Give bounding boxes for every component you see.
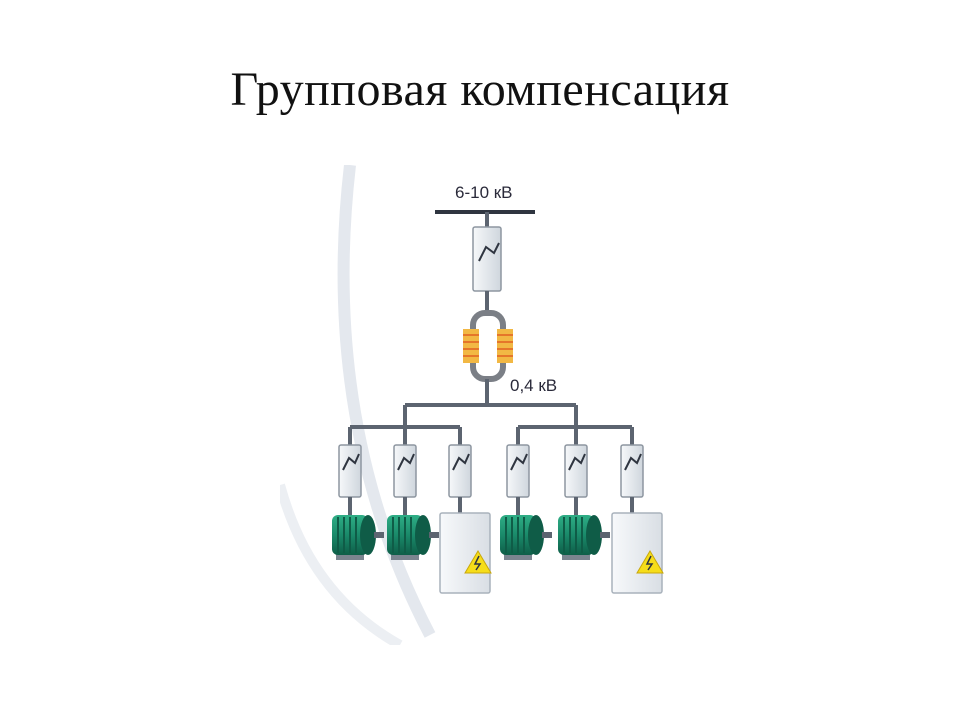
capacitor-cabinet-icon	[611, 512, 664, 594]
group-compensation-diagram: 6-10 кВ 0,4 кВ	[280, 165, 664, 645]
background-arcs	[280, 165, 436, 645]
capacitor-cabinet-icon	[439, 512, 492, 594]
motor-icon	[387, 515, 439, 560]
lv-bus	[350, 403, 632, 429]
feeder-4	[500, 427, 552, 560]
feeder-2	[387, 427, 439, 560]
motor-icon	[500, 515, 552, 560]
slide-title: Групповая компенсация	[230, 63, 730, 116]
main-breaker	[472, 226, 502, 292]
feeder-1	[332, 427, 384, 560]
motor-icon	[332, 515, 384, 560]
motor-icon	[558, 515, 610, 560]
transformer	[463, 310, 513, 382]
feeder-6	[611, 427, 664, 594]
feeder-5	[558, 427, 610, 560]
lv-voltage-label: 0,4 кВ	[510, 376, 557, 395]
feeder-3	[439, 427, 492, 594]
hv-voltage-label: 6-10 кВ	[455, 183, 513, 202]
